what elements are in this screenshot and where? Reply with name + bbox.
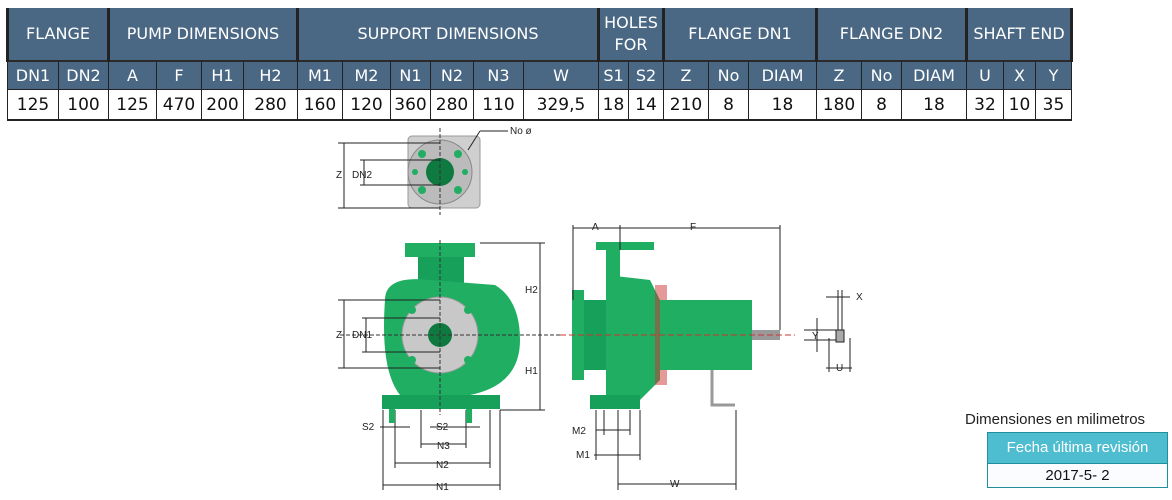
value-cell: 100 — [58, 89, 109, 121]
group-header: SHAFT END — [965, 8, 1073, 62]
value-cell: 8 — [861, 89, 902, 121]
value-cell: 125 — [108, 89, 157, 121]
value-cell: 360 — [390, 89, 431, 121]
revision-box: Fecha última revisión 2017-5- 2 — [987, 432, 1168, 488]
column-header: N3 — [473, 60, 524, 90]
value-cell: 160 — [297, 89, 343, 121]
column-header: Y — [1035, 60, 1072, 90]
column-header: DN1 — [7, 60, 59, 90]
revision-label: Fecha última revisión — [988, 433, 1167, 464]
column-header: DIAM — [748, 60, 817, 90]
value-cell: 35 — [1035, 89, 1072, 121]
label-no-diam: No ø — [510, 126, 532, 137]
label-f: F — [690, 222, 696, 233]
group-header: SUPPORT DIMENSIONS — [296, 8, 600, 62]
group-header: FLANGE — [6, 8, 110, 62]
column-header: M2 — [342, 60, 391, 90]
value-cell: 125 — [7, 89, 59, 121]
column-header: S1 — [598, 60, 629, 90]
label-s2-mid: S2 — [436, 422, 449, 433]
value-cell: 280 — [430, 89, 474, 121]
column-header: No — [708, 60, 749, 90]
column-header: H2 — [243, 60, 298, 90]
label-m1: M1 — [576, 450, 590, 461]
label-n2: N2 — [436, 460, 449, 471]
label-h2: H2 — [525, 285, 538, 296]
column-header: A — [108, 60, 157, 90]
column-header: DIAM — [901, 60, 967, 90]
label-w: W — [670, 479, 680, 490]
value-cell: 120 — [342, 89, 391, 121]
shaft-end-view — [804, 290, 852, 372]
group-header: FLANGE DN2 — [815, 8, 968, 62]
revision-date: 2017-5- 2 — [988, 464, 1167, 487]
column-header: F — [156, 60, 202, 90]
value-cell: 14 — [628, 89, 664, 121]
column-header: W — [523, 60, 599, 90]
label-z: Z — [336, 170, 342, 181]
value-cell: 18 — [598, 89, 629, 121]
value-cell: 200 — [201, 89, 244, 121]
units-note: Dimensiones en milimetros — [965, 411, 1146, 428]
dn2-flange-view — [338, 128, 508, 215]
value-cell: 210 — [663, 89, 709, 121]
dimension-labels: No ø Z DN2 A F H2 H1 Z DN1 S2 S2 N3 N2 N… — [336, 126, 863, 493]
group-header: FLANGE DN1 — [662, 8, 818, 62]
label-dn2: DN2 — [352, 170, 372, 181]
value-cell: 180 — [816, 89, 862, 121]
column-header: N1 — [390, 60, 431, 90]
pump-front-view — [338, 240, 560, 490]
label-x: X — [856, 292, 863, 303]
value-cell: 8 — [708, 89, 749, 121]
column-header: S2 — [628, 60, 664, 90]
label-n3: N3 — [437, 441, 450, 452]
label-n1: N1 — [436, 482, 449, 493]
label-dn1: DN1 — [352, 330, 372, 341]
label-a: A — [592, 222, 599, 233]
label-h1: H1 — [525, 366, 538, 377]
label-u: U — [836, 363, 843, 374]
pump-side-view — [560, 225, 795, 490]
label-s2-left: S2 — [362, 422, 375, 433]
column-header: U — [966, 60, 1004, 90]
value-cell: 18 — [748, 89, 817, 121]
group-header: PUMP DIMENSIONS — [107, 8, 299, 62]
value-cell: 10 — [1003, 89, 1036, 121]
column-header: Z — [663, 60, 709, 90]
label-z-front: Z — [336, 330, 342, 341]
group-header: HOLES FOR — [597, 8, 665, 62]
label-y: Y — [812, 331, 819, 342]
value-cell: 110 — [473, 89, 524, 121]
value-cell: 470 — [156, 89, 202, 121]
column-header: No — [861, 60, 902, 90]
column-header: N2 — [430, 60, 474, 90]
column-header: X — [1003, 60, 1036, 90]
value-cell: 32 — [966, 89, 1004, 121]
label-m2: M2 — [572, 426, 586, 437]
column-header: DN2 — [58, 60, 109, 90]
column-header: H1 — [201, 60, 244, 90]
value-cell: 280 — [243, 89, 298, 121]
value-cell: 18 — [901, 89, 967, 121]
column-header: M1 — [297, 60, 343, 90]
